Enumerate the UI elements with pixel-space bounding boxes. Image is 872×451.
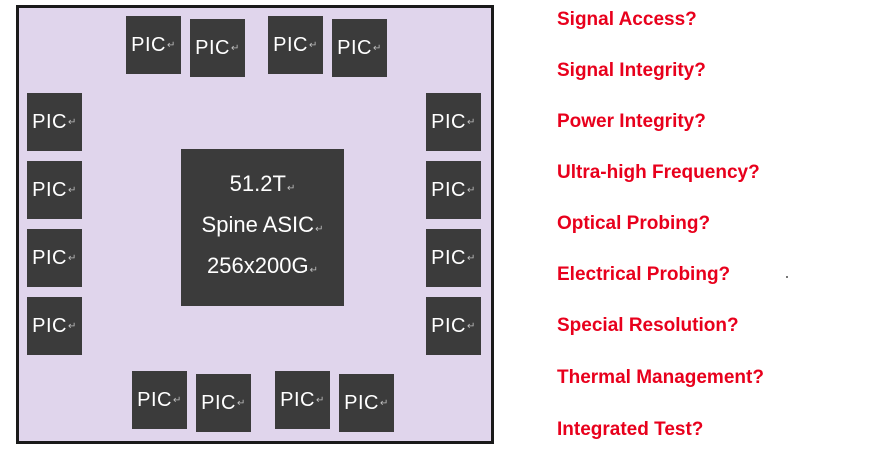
paragraph-mark-icon: ↵ bbox=[308, 39, 318, 51]
paragraph-mark-icon: ↵ bbox=[166, 39, 176, 51]
pic-chip: PIC↵ bbox=[268, 16, 323, 74]
stray-dot bbox=[786, 276, 788, 278]
pic-label: PIC bbox=[431, 178, 466, 201]
pic-label: PIC bbox=[344, 391, 379, 414]
pic-label: PIC bbox=[431, 110, 466, 133]
pic-label: PIC bbox=[273, 33, 308, 56]
pic-label: PIC bbox=[32, 314, 67, 337]
question-special-resolution: Special Resolution? bbox=[557, 315, 739, 336]
package-substrate: PIC↵ PIC↵ PIC↵ PIC↵ PIC↵ PIC↵ PIC↵ PIC↵ … bbox=[16, 5, 494, 444]
paragraph-mark-icon: ↵ bbox=[372, 42, 382, 54]
pic-label: PIC bbox=[32, 178, 67, 201]
pic-label: PIC bbox=[195, 36, 230, 59]
pic-chip: PIC↵ bbox=[275, 371, 330, 429]
question-ultra-high-frequency: Ultra-high Frequency? bbox=[557, 162, 760, 183]
paragraph-mark-icon: ↵ bbox=[286, 183, 296, 194]
question-signal-access: Signal Access? bbox=[557, 9, 697, 30]
paragraph-mark-icon: ↵ bbox=[67, 116, 77, 128]
paragraph-mark-icon: ↵ bbox=[67, 320, 77, 332]
paragraph-mark-icon: ↵ bbox=[315, 224, 324, 235]
asic-capacity: 51.2T bbox=[229, 171, 286, 196]
paragraph-mark-icon: ↵ bbox=[172, 394, 182, 406]
question-integrated-test: Integrated Test? bbox=[557, 419, 704, 440]
paragraph-mark-icon: ↵ bbox=[466, 252, 476, 264]
pic-chip: PIC↵ bbox=[339, 374, 394, 432]
paragraph-mark-icon: ↵ bbox=[67, 252, 77, 264]
pic-chip: PIC↵ bbox=[190, 19, 245, 77]
pic-chip: PIC↵ bbox=[426, 93, 481, 151]
pic-chip: PIC↵ bbox=[27, 161, 82, 219]
paragraph-mark-icon: ↵ bbox=[230, 42, 240, 54]
pic-chip: PIC↵ bbox=[27, 297, 82, 355]
asic-name: Spine ASIC bbox=[201, 212, 315, 237]
spine-asic-chip: 51.2T↵ Spine ASIC↵ 256x200G↵ bbox=[181, 149, 344, 306]
asic-ports: 256x200G bbox=[207, 253, 309, 278]
pic-label: PIC bbox=[337, 36, 372, 59]
pic-chip: PIC↵ bbox=[426, 161, 481, 219]
asic-line: Spine ASIC↵ bbox=[202, 207, 324, 248]
question-thermal-management: Thermal Management? bbox=[557, 367, 764, 388]
question-power-integrity: Power Integrity? bbox=[557, 111, 706, 132]
pic-label: PIC bbox=[201, 391, 236, 414]
paragraph-mark-icon: ↵ bbox=[236, 397, 246, 409]
pic-chip: PIC↵ bbox=[332, 19, 387, 77]
pic-label: PIC bbox=[431, 246, 466, 269]
paragraph-mark-icon: ↵ bbox=[309, 265, 318, 276]
pic-chip: PIC↵ bbox=[426, 297, 481, 355]
pic-chip: PIC↵ bbox=[27, 93, 82, 151]
paragraph-mark-icon: ↵ bbox=[379, 397, 389, 409]
pic-chip: PIC↵ bbox=[196, 374, 251, 432]
paragraph-mark-icon: ↵ bbox=[466, 320, 476, 332]
pic-label: PIC bbox=[32, 246, 67, 269]
question-optical-probing: Optical Probing? bbox=[557, 213, 711, 234]
pic-chip: PIC↵ bbox=[126, 16, 181, 74]
question-electrical-probing: Electrical Probing? bbox=[557, 264, 731, 285]
pic-chip: PIC↵ bbox=[426, 229, 481, 287]
paragraph-mark-icon: ↵ bbox=[67, 184, 77, 196]
paragraph-mark-icon: ↵ bbox=[315, 394, 325, 406]
pic-chip: PIC↵ bbox=[27, 229, 82, 287]
pic-label: PIC bbox=[431, 314, 466, 337]
pic-label: PIC bbox=[137, 388, 172, 411]
asic-line: 51.2T↵ bbox=[230, 166, 296, 207]
paragraph-mark-icon: ↵ bbox=[466, 184, 476, 196]
asic-line: 256x200G↵ bbox=[207, 248, 318, 289]
pic-chip: PIC↵ bbox=[132, 371, 187, 429]
question-signal-integrity: Signal Integrity? bbox=[557, 60, 706, 81]
paragraph-mark-icon: ↵ bbox=[466, 116, 476, 128]
pic-label: PIC bbox=[280, 388, 315, 411]
pic-label: PIC bbox=[131, 33, 166, 56]
pic-label: PIC bbox=[32, 110, 67, 133]
